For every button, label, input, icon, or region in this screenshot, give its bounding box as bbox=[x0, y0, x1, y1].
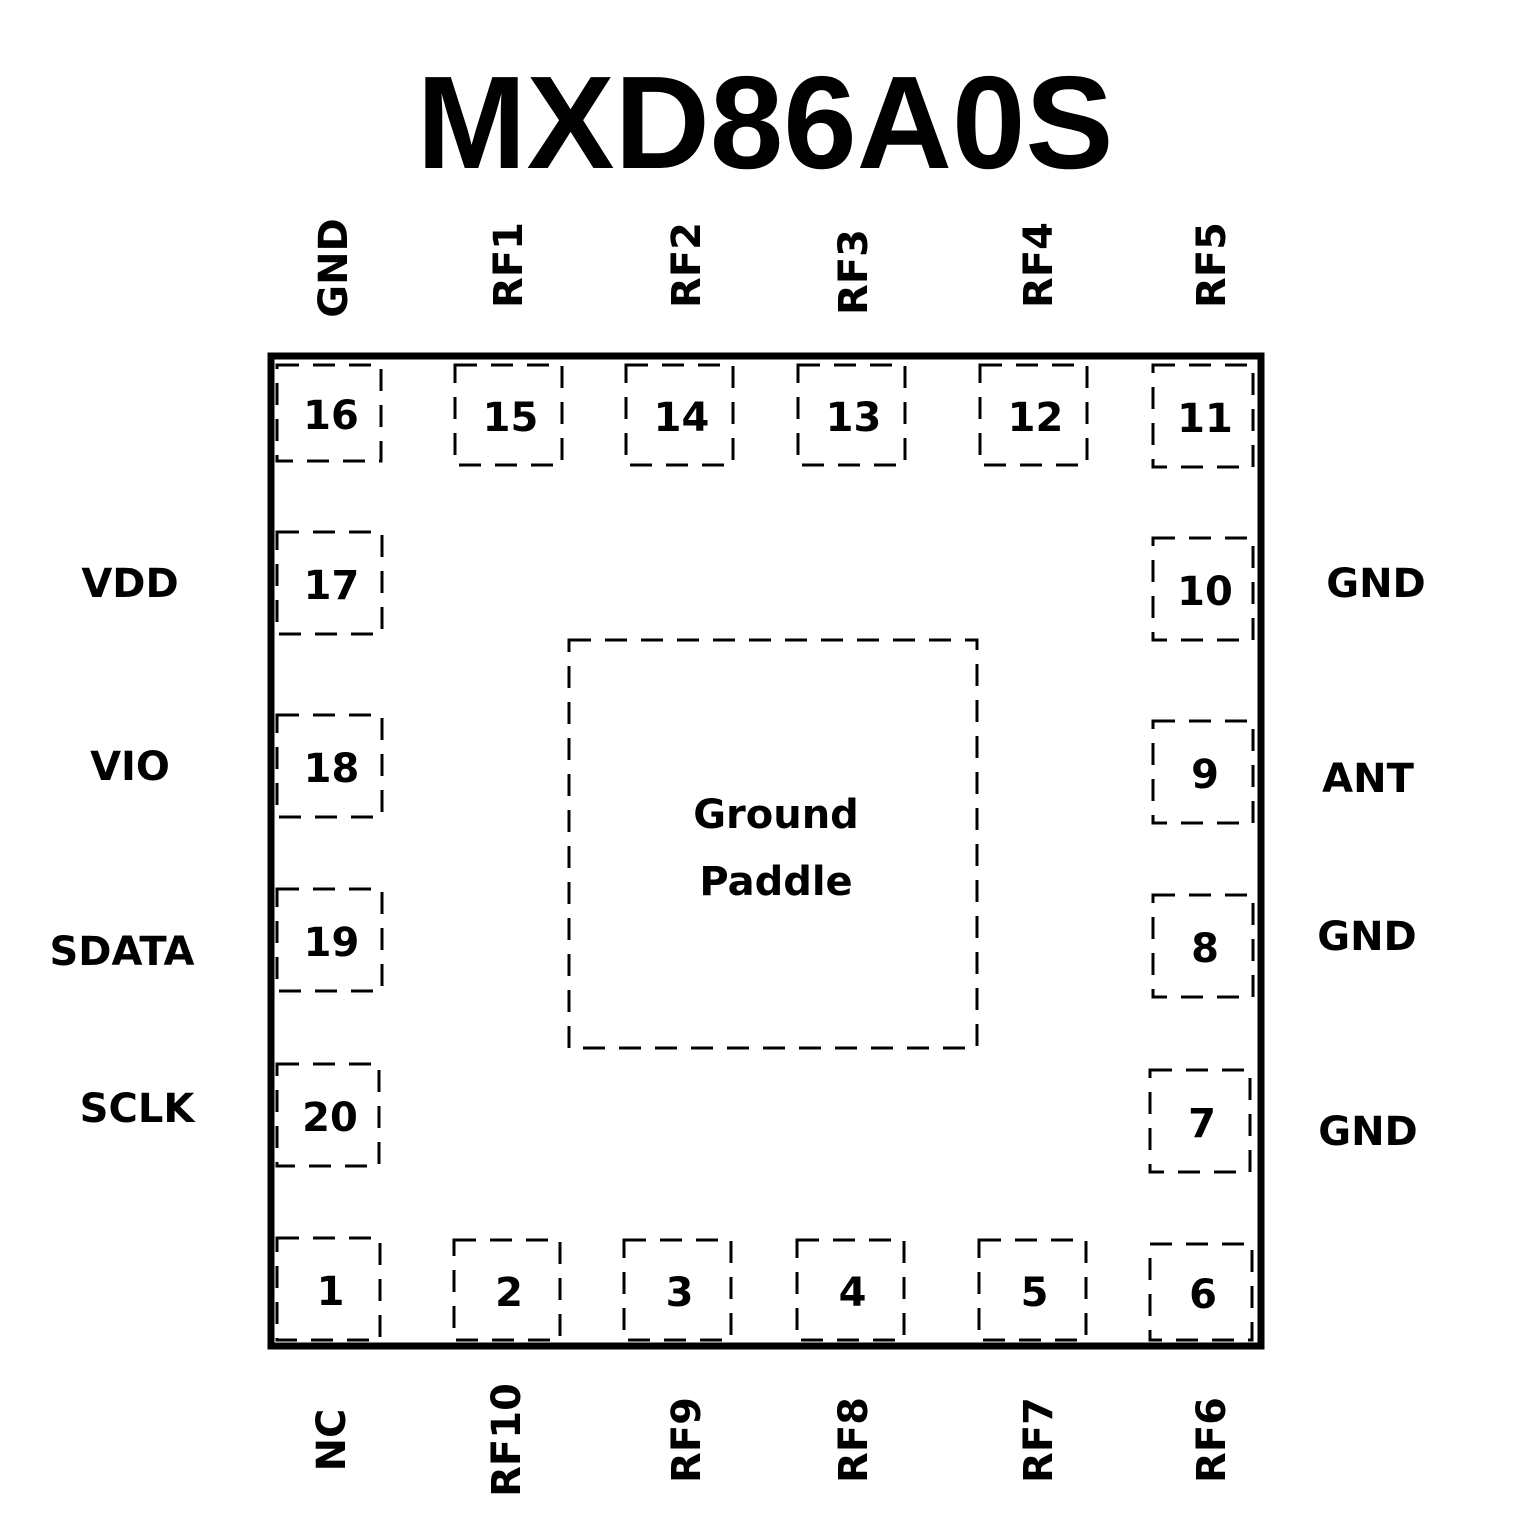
pin-number: 18 bbox=[304, 746, 360, 792]
pin-pad bbox=[453, 363, 564, 467]
pin-pad bbox=[795, 1238, 906, 1342]
pin-number: 13 bbox=[826, 395, 882, 441]
pin-name: VIO bbox=[90, 744, 170, 790]
pin-number: 11 bbox=[1177, 396, 1233, 442]
pin-13: 13 RF3 bbox=[796, 229, 907, 467]
pin-name: NC bbox=[309, 1409, 355, 1472]
pin-number: 2 bbox=[495, 1270, 523, 1316]
pin-number: 1 bbox=[317, 1269, 345, 1315]
pin-number: 15 bbox=[483, 395, 539, 441]
pin-pad bbox=[1151, 363, 1255, 469]
pin-pad bbox=[275, 1236, 382, 1342]
pin-12: 12 RF4 bbox=[978, 222, 1089, 467]
pin-pad bbox=[1148, 1068, 1252, 1174]
pin-number: 16 bbox=[303, 393, 359, 439]
package-outline bbox=[267, 352, 1265, 1350]
pin-number: 12 bbox=[1008, 395, 1064, 441]
pin-name: RF3 bbox=[831, 229, 877, 315]
pin-7: 7 GND bbox=[1148, 1068, 1418, 1174]
pin-pad bbox=[275, 713, 384, 819]
pin-pad bbox=[1151, 536, 1255, 642]
pin-11: 11 RF5 bbox=[1151, 222, 1255, 469]
pin-number: 17 bbox=[304, 563, 360, 609]
pin-name: GND bbox=[1318, 1109, 1418, 1155]
pin-name: RF8 bbox=[831, 1397, 877, 1483]
pin-pad bbox=[452, 1238, 562, 1342]
pin-number: 7 bbox=[1188, 1101, 1216, 1147]
pin-name: RF2 bbox=[664, 222, 710, 308]
pin-15: 15 RF1 bbox=[453, 222, 564, 467]
pin-8: 8 GND bbox=[1151, 893, 1417, 999]
paddle-label-line2: Paddle bbox=[699, 859, 852, 905]
pin-name: RF6 bbox=[1189, 1397, 1235, 1483]
pin-number: 8 bbox=[1191, 926, 1219, 972]
pin-number: 6 bbox=[1189, 1272, 1217, 1318]
pin-9: 9 ANT bbox=[1151, 719, 1415, 825]
pin-pad bbox=[622, 1238, 733, 1342]
ground-paddle bbox=[567, 638, 979, 1050]
pin-name: GND bbox=[1317, 914, 1417, 960]
pin-pad bbox=[275, 1062, 381, 1168]
pin-16: 16 GND bbox=[275, 218, 383, 463]
pin-number: 5 bbox=[1021, 1270, 1049, 1316]
chip-title: MXD86A0S bbox=[417, 49, 1114, 196]
pin-number: 9 bbox=[1191, 752, 1219, 798]
pin-pad bbox=[1148, 1242, 1254, 1342]
pin-name: RF1 bbox=[486, 222, 532, 308]
pin-name: ANT bbox=[1322, 756, 1414, 802]
pin-17: 17 VDD bbox=[81, 530, 384, 636]
paddle-label-line1: Ground bbox=[693, 792, 859, 838]
pin-name: VDD bbox=[81, 561, 178, 607]
pin-name: SDATA bbox=[50, 929, 195, 975]
pin-pad bbox=[275, 887, 384, 993]
pin-name: GND bbox=[1326, 561, 1426, 607]
pin-18: 18 VIO bbox=[90, 713, 384, 819]
pin-name: RF7 bbox=[1016, 1397, 1062, 1483]
pin-pad bbox=[275, 530, 384, 636]
pin-pad bbox=[977, 1238, 1088, 1342]
pin-number: 14 bbox=[654, 395, 710, 441]
pin-pad bbox=[978, 363, 1089, 467]
pin-10: 10 GND bbox=[1151, 536, 1426, 642]
pin-name: RF9 bbox=[664, 1397, 710, 1483]
pin-name: GND bbox=[311, 218, 357, 318]
pin-name: RF4 bbox=[1016, 222, 1062, 308]
pin-number: 20 bbox=[302, 1095, 358, 1141]
pin-19: 19 SDATA bbox=[50, 887, 384, 993]
pin-pad bbox=[624, 363, 735, 467]
pin-pad bbox=[1151, 719, 1255, 825]
pin-number: 19 bbox=[304, 920, 360, 966]
pin-pad bbox=[796, 363, 907, 467]
pin-name: SCLK bbox=[80, 1086, 197, 1132]
pin-name: RF5 bbox=[1189, 222, 1235, 308]
pin-20: 20 SCLK bbox=[80, 1062, 381, 1168]
pin-pad bbox=[275, 363, 383, 463]
pin-pad bbox=[1151, 893, 1255, 999]
pin-1: 1NC bbox=[275, 1236, 382, 1472]
pin-number: 10 bbox=[1177, 569, 1233, 615]
pin-name: RF10 bbox=[484, 1383, 530, 1497]
pin-number: 4 bbox=[839, 1270, 867, 1316]
pin-number: 3 bbox=[666, 1270, 694, 1316]
pin-14: 14 RF2 bbox=[624, 222, 735, 467]
